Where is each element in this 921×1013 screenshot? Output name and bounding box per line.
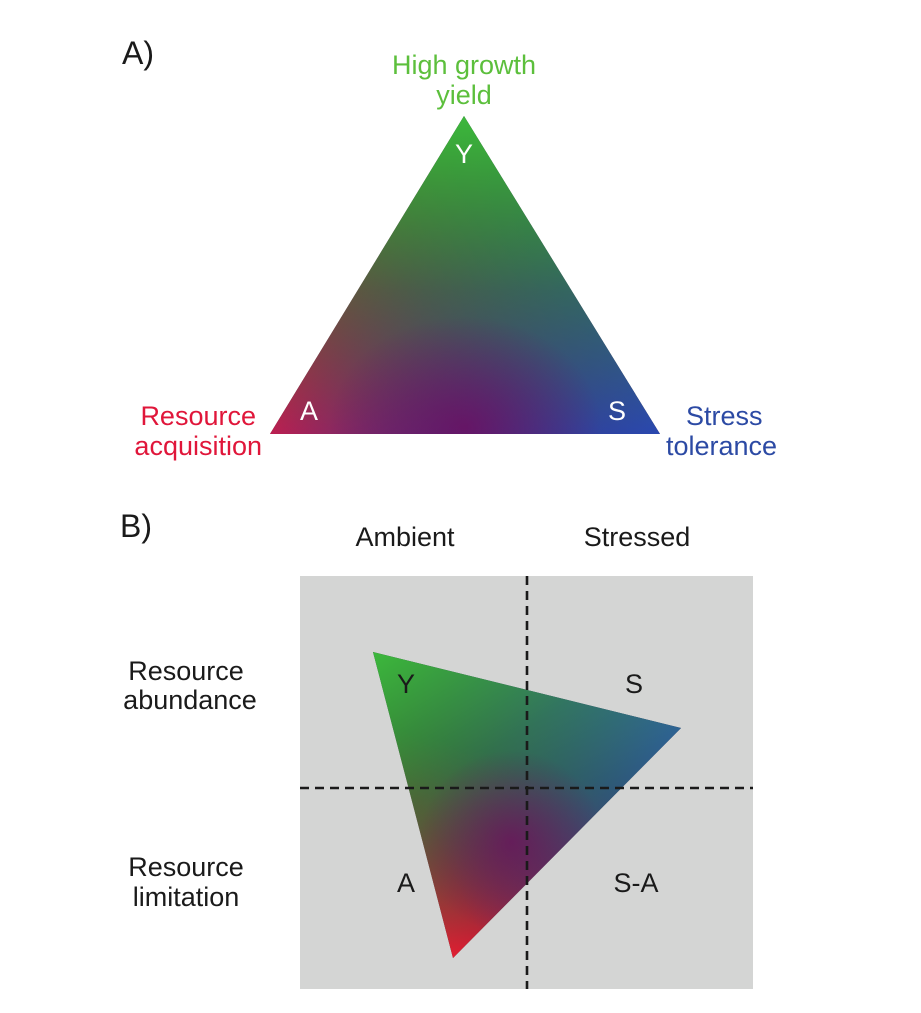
vertex-top-title-line2: yield (436, 80, 492, 110)
quadrant-label-y: Y (397, 669, 415, 699)
row-header-limitation-line1: Resource (128, 852, 244, 882)
row-header-limitation-line2: limitation (133, 882, 240, 912)
panel-a: A) High growth yield Y Resource acquisit… (122, 35, 777, 461)
vertex-top-title-line1: High growth (392, 50, 536, 80)
row-header-abundance-line1: Resource (128, 656, 244, 686)
quadrant-label-a: A (397, 868, 415, 898)
vertex-left-letter: A (300, 396, 318, 426)
quadrant-label-s: S (625, 669, 643, 699)
col-header-ambient: Ambient (355, 522, 455, 552)
panel-a-label: A) (122, 35, 154, 71)
vertex-right-title-line1: Stress (686, 401, 763, 431)
vertex-left-title-line2: acquisition (134, 431, 262, 461)
vertex-left-title-line1: Resource (140, 401, 256, 431)
col-header-stressed: Stressed (584, 522, 691, 552)
triangle-a-purple-layer (270, 116, 660, 434)
panel-b-label: B) (120, 508, 152, 544)
vertex-top-letter: Y (455, 139, 473, 169)
quadrant-label-s-a: S-A (613, 868, 658, 898)
vertex-right-title-line2: tolerance (666, 431, 777, 461)
vertex-right-letter: S (608, 396, 626, 426)
panel-b: B) Ambient Stressed Resource abundance R… (120, 508, 753, 989)
ternary-triangle (270, 116, 660, 434)
row-header-abundance-line2: abundance (123, 685, 257, 715)
